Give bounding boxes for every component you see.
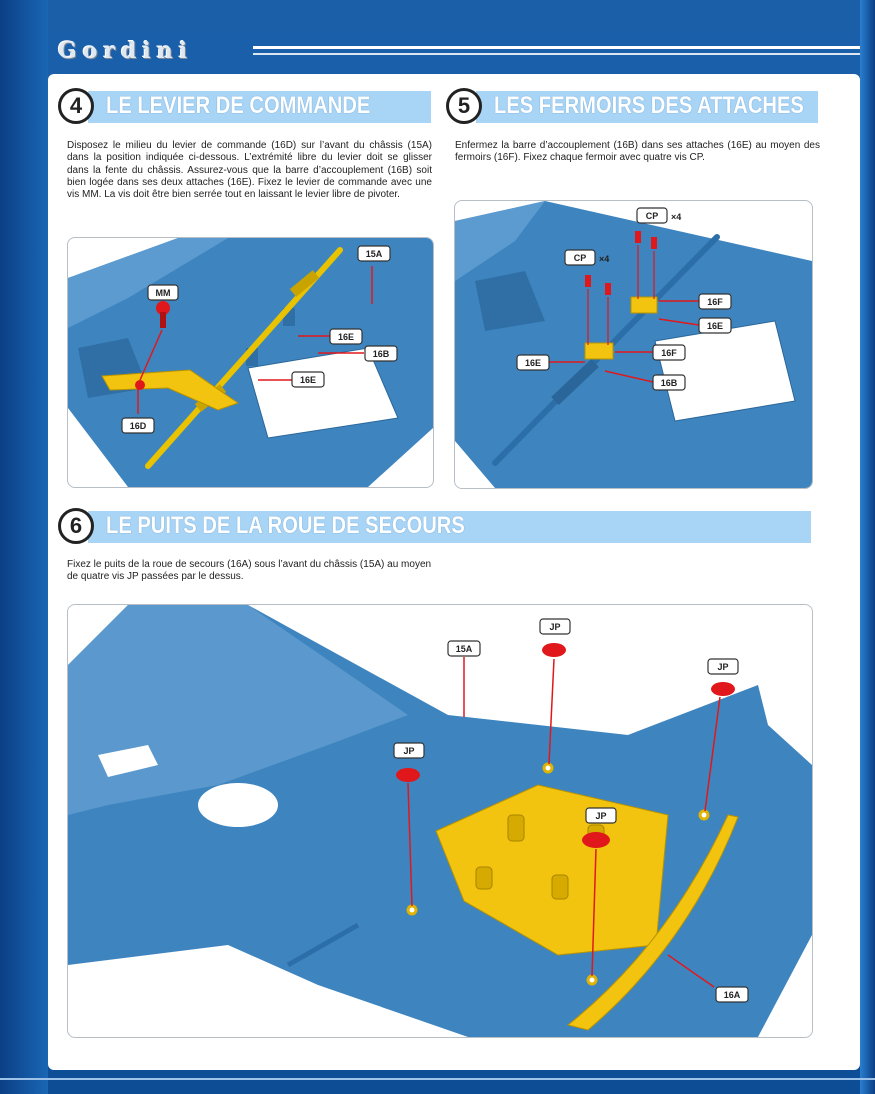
- section-6-header: 6 LE PUITS DE LA ROUE DE SECOURS: [58, 508, 811, 544]
- svg-text:×4: ×4: [671, 212, 681, 222]
- label-16f-upper: 16F: [698, 293, 732, 310]
- section-header-bar: [476, 91, 818, 123]
- svg-text:CP: CP: [646, 211, 659, 221]
- section-header-bar: [88, 511, 811, 543]
- left-edge-decoration: [0, 0, 48, 1094]
- svg-text:16A: 16A: [724, 990, 741, 1000]
- svg-text:16E: 16E: [338, 332, 354, 342]
- label-16e-lower: 16E: [291, 371, 325, 388]
- svg-text:16E: 16E: [707, 321, 723, 331]
- label-16e-left: 16E: [516, 354, 550, 371]
- svg-text:×4: ×4: [599, 254, 609, 264]
- label-16e-right: 16E: [698, 317, 732, 334]
- brand-header: Gordini: [48, 36, 860, 66]
- section-4-text: Disposez le milieu du levier de commande…: [67, 140, 432, 201]
- step-number: 5: [446, 88, 482, 124]
- footer-rule: [0, 1078, 875, 1080]
- svg-text:16B: 16B: [661, 378, 678, 388]
- section-5-figure: CP ×4 CP ×4 16F 16E 16F 16E 16B: [454, 200, 813, 489]
- label-jp-1: JP: [539, 618, 571, 635]
- section-title: LE LEVIER DE COMMANDE: [106, 92, 371, 119]
- svg-text:JP: JP: [595, 811, 606, 821]
- section-title: LE PUITS DE LA ROUE DE SECOURS: [106, 512, 465, 539]
- svg-text:JP: JP: [403, 746, 414, 756]
- brand-rule-thin: [253, 53, 860, 55]
- svg-text:JP: JP: [549, 622, 560, 632]
- right-edge-decoration: [860, 0, 875, 1094]
- label-16b: 16B: [364, 345, 398, 362]
- section-title: LES FERMOIRS DES ATTACHES: [494, 92, 804, 119]
- section-6-figure: 15A JP JP JP JP 16A: [67, 604, 813, 1038]
- brand-rule: [253, 46, 860, 49]
- svg-text:16B: 16B: [373, 349, 390, 359]
- svg-text:16F: 16F: [661, 348, 677, 358]
- label-16e-upper: 16E: [329, 328, 363, 345]
- section-5-text: Enfermez la barre d’accouplement (16B) d…: [455, 140, 820, 164]
- section-6-text: Fixez le puits de la roue de secours (16…: [67, 559, 432, 583]
- section-header-bar: [88, 91, 431, 123]
- label-15a: 15A: [447, 640, 481, 657]
- svg-text:16E: 16E: [525, 358, 541, 368]
- label-cp-top: CP ×4: [636, 207, 681, 224]
- label-jp-3: JP: [393, 742, 425, 759]
- instruction-page: 4 LE LEVIER DE COMMANDE Disposez le mili…: [48, 74, 860, 1070]
- svg-text:16F: 16F: [707, 297, 723, 307]
- step-number: 6: [58, 508, 94, 544]
- label-16d: 16D: [121, 417, 155, 434]
- section-4-header: 4 LE LEVIER DE COMMANDE: [58, 88, 431, 124]
- section-4-figure: 15A MM 16E 16B 16E 16D: [67, 237, 434, 488]
- label-jp-2: JP: [707, 658, 739, 675]
- section-5-header: 5 LES FERMOIRS DES ATTACHES: [446, 88, 818, 124]
- svg-text:16E: 16E: [300, 375, 316, 385]
- label-16b: 16B: [652, 374, 686, 391]
- svg-text:16D: 16D: [130, 421, 147, 431]
- label-15a: 15A: [357, 245, 391, 262]
- label-16f-lower: 16F: [652, 344, 686, 361]
- label-16a: 16A: [715, 986, 749, 1003]
- svg-text:JP: JP: [717, 662, 728, 672]
- label-mm: MM: [147, 284, 179, 301]
- step-number: 4: [58, 88, 94, 124]
- svg-text:CP: CP: [574, 253, 587, 263]
- svg-text:15A: 15A: [456, 644, 473, 654]
- label-cp-left: CP ×4: [564, 249, 609, 266]
- svg-text:15A: 15A: [366, 249, 383, 259]
- label-jp-4: JP: [585, 807, 617, 824]
- brand-logo: Gordini: [58, 38, 194, 64]
- svg-text:MM: MM: [156, 288, 171, 298]
